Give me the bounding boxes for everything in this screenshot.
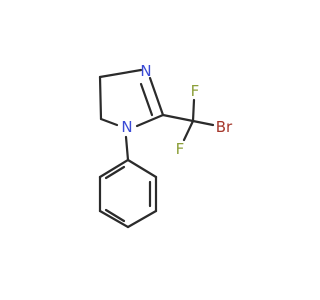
bond-c4-n3	[98, 68, 143, 79]
bond-n3-c2	[148, 76, 165, 117]
bond-c2-n1	[135, 113, 165, 128]
bond-ph-3	[126, 209, 158, 229]
bond-n1-c5	[99, 117, 119, 127]
bond-cf2-f-bottom	[182, 119, 195, 142]
bond-ph-inner-2	[104, 208, 126, 223]
bond-n1-cipso	[124, 135, 130, 162]
bond-ph-inner-3	[104, 165, 126, 180]
atom-label-f-top: F	[191, 82, 200, 100]
bond-ph-4	[98, 209, 130, 229]
imidazoline-ring	[98, 68, 165, 128]
difluorobromomethyl-group	[161, 98, 215, 142]
bond-n3-c2-double	[139, 82, 154, 117]
phenyl-ring	[98, 135, 158, 229]
atom-label-n-amine: N	[121, 118, 132, 136]
atom-label-br: Br	[216, 118, 233, 136]
bond-ph-6	[98, 158, 130, 179]
bond-cf2-f-top	[191, 98, 196, 123]
bond-ph-1	[126, 158, 158, 179]
atom-label-f-bottom: F	[176, 140, 185, 158]
atom-label-n-imine: N	[140, 62, 151, 80]
bond-cf2-br	[191, 119, 215, 127]
bond-c5-c4	[98, 75, 103, 121]
molecule-structure-diagram: N N F F Br	[98, 62, 233, 229]
bond-c2-cf2	[161, 113, 195, 123]
